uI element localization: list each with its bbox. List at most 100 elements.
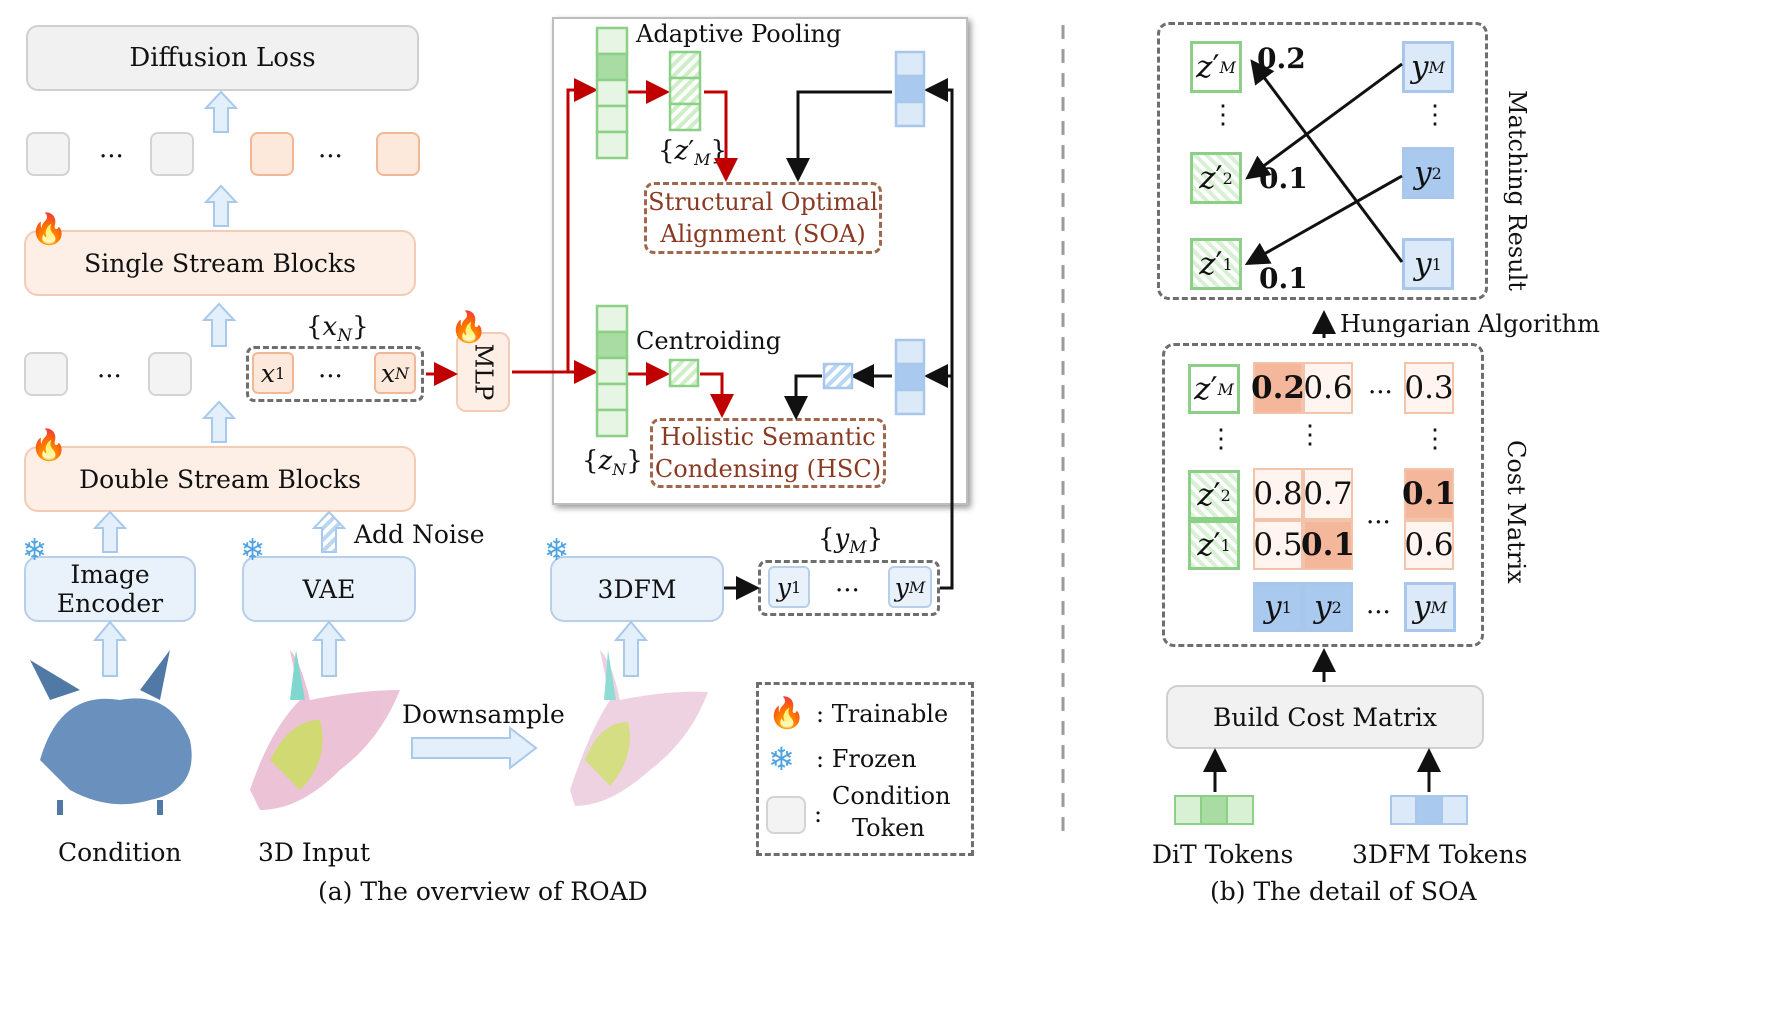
yM-token-column	[822, 50, 926, 416]
xN-token-group	[246, 346, 424, 402]
z1-prime-row-token: z′1	[1188, 520, 1240, 570]
build-cost-label: Build Cost Matrix	[1212, 702, 1437, 732]
snowflake-icon: ❄	[22, 533, 48, 568]
cost-cell: 0.3	[1404, 362, 1454, 414]
ellipsis: ...	[318, 134, 343, 164]
cost-cell: 0.2	[1251, 362, 1305, 414]
ellipsis: ...	[1366, 590, 1391, 620]
3dfm-tokens-label: 3DFM Tokens	[1352, 840, 1528, 869]
cost-cell: 0.7	[1303, 468, 1353, 520]
downsample-label: Downsample	[402, 700, 565, 729]
latent-token	[250, 132, 294, 176]
vdots: ⋮	[1422, 100, 1448, 130]
condition-token	[150, 132, 194, 176]
3dfm-tokens-bar	[1390, 795, 1468, 825]
ellipsis: ...	[318, 354, 343, 384]
vdots: ⋮	[1210, 100, 1236, 130]
hsc-line1: Holistic Semantic	[660, 423, 876, 451]
ellipsis: ...	[97, 354, 122, 384]
ellipsis: ...	[99, 134, 124, 164]
fire-icon: 🔥	[30, 212, 68, 247]
cost-value: 0.5	[1253, 527, 1303, 563]
y1-sub: 1	[790, 577, 802, 597]
cost-value: 0.6	[1303, 370, 1353, 406]
overview-caption: (a) The overview of ROAD	[318, 877, 648, 906]
hungarian-label: Hungarian Algorithm	[1340, 310, 1600, 338]
condition-label: Condition	[58, 838, 182, 867]
x1-sub: 1	[274, 363, 286, 383]
ellipsis: ...	[1366, 500, 1391, 530]
condition-token	[24, 352, 68, 396]
snowflake-icon: ❄	[768, 740, 795, 778]
legend-condition: Condition	[832, 782, 951, 810]
cost-cell: 0.8	[1253, 468, 1303, 520]
cost-cell: 0.1	[1301, 520, 1355, 570]
vdots: ⋮	[1422, 424, 1448, 454]
add-noise-label: Add Noise	[354, 520, 485, 549]
z2-prime-row-token: z′2	[1188, 470, 1240, 520]
cost-value: 0.3	[1404, 370, 1454, 406]
fire-icon: 🔥	[30, 428, 68, 463]
fire-icon: 🔥	[450, 310, 488, 345]
legend-trainable: : Trainable	[816, 700, 949, 728]
adaptive-pooling-label: Adaptive Pooling	[636, 20, 842, 48]
zN-set-label: {zN}	[582, 446, 643, 480]
fire-icon: 🔥	[768, 696, 806, 731]
snowflake-icon: ❄	[240, 533, 266, 568]
vae-label: VAE	[302, 574, 356, 604]
single-stream-blocks: Single Stream Blocks	[24, 230, 416, 296]
cost-cell: 0.5	[1253, 520, 1303, 570]
z1-prime-token: z′1	[1190, 238, 1242, 290]
cost-value: 0.6	[1404, 527, 1454, 563]
centroiding-label: Centroiding	[636, 327, 782, 355]
yM-label: y	[894, 572, 909, 602]
cost-value: 0.1	[1402, 476, 1456, 512]
dit-tokens-label: DiT Tokens	[1152, 840, 1294, 869]
soa-caption: (b) The detail of SOA	[1210, 877, 1477, 906]
point-cloud-downsampled	[570, 650, 708, 806]
xN-set-label: {xN}	[306, 312, 369, 347]
3dfm-label: 3DFM	[597, 574, 677, 604]
diffusion-loss-label: Diffusion Loss	[129, 43, 316, 73]
y1-label: y	[776, 572, 791, 602]
condition-token	[26, 132, 70, 176]
match-score: 0.1	[1259, 262, 1308, 295]
legend-colon: :	[814, 800, 823, 828]
z2-prime-token: z′2	[1190, 152, 1242, 204]
point-cloud-input	[250, 650, 400, 810]
zM-prime-row-token: z′M	[1188, 364, 1240, 414]
diffusion-loss-box: Diffusion Loss	[26, 25, 419, 91]
cost-value: 0.7	[1303, 476, 1353, 512]
legend-token: Token	[852, 814, 925, 842]
double-stream-label: Double Stream Blocks	[79, 464, 361, 494]
3dfm-box: 3DFM	[550, 556, 724, 622]
dragon-image	[30, 650, 192, 815]
cost-value: 0.2	[1251, 370, 1305, 406]
3d-input-label: 3D Input	[258, 838, 371, 867]
zN-token-column	[595, 26, 702, 438]
flow-arrows	[92, 90, 649, 771]
cost-cell: 0.6	[1303, 362, 1353, 414]
dit-tokens-bar	[1174, 795, 1254, 825]
cost-value: 0.8	[1253, 476, 1303, 512]
zM-prime-token: z′M	[1190, 41, 1242, 93]
build-cost-matrix-box: Build Cost Matrix	[1166, 685, 1484, 749]
ellipsis: ...	[1368, 370, 1393, 400]
legend-condition-token	[766, 796, 806, 834]
latent-token	[376, 132, 420, 176]
double-stream-blocks: Double Stream Blocks	[24, 446, 416, 512]
hsc-line2: Condensing (HSC)	[654, 455, 882, 483]
condition-token	[148, 352, 192, 396]
